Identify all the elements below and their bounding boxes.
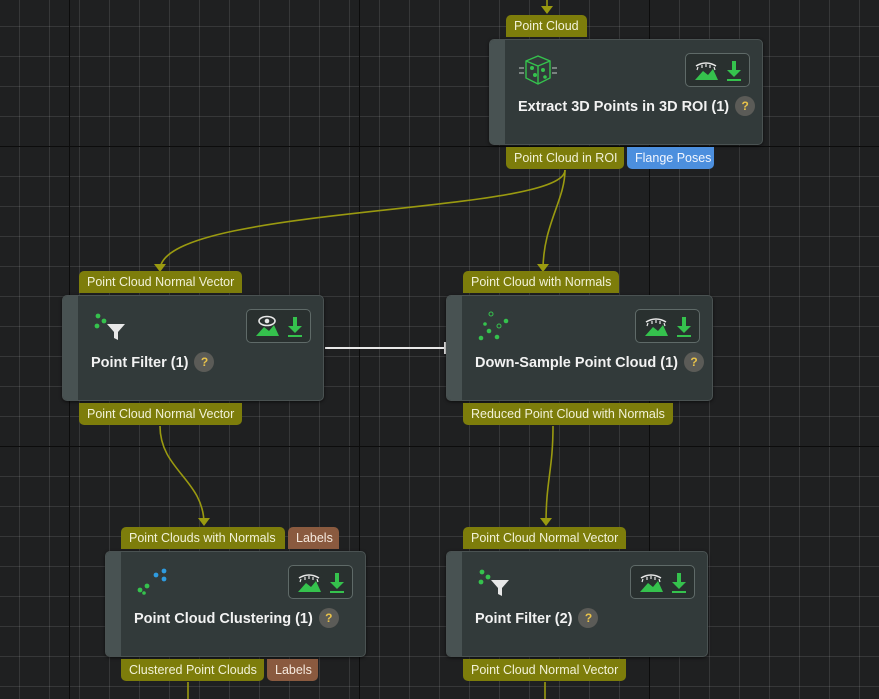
output-port-point-cloud-normal-vector[interactable]: Point Cloud Normal Vector xyxy=(463,659,627,681)
save-output-icon[interactable] xyxy=(286,314,304,338)
output-port-clustered-point-clouds[interactable]: Clustered Point Clouds xyxy=(121,659,264,681)
save-output-icon[interactable] xyxy=(328,570,346,594)
node-action-icons xyxy=(630,565,695,599)
output-port-labels[interactable]: Labels xyxy=(267,659,318,681)
help-icon[interactable]: ? xyxy=(194,352,215,372)
visualize-icon[interactable] xyxy=(692,58,720,82)
wire-filter1-to-clustering xyxy=(159,425,205,525)
grid-major-line xyxy=(0,446,879,447)
node-point-cloud-clustering[interactable]: Point Cloud Clustering (1)? xyxy=(105,551,366,657)
wire-roi-to-filter1 xyxy=(159,169,566,271)
output-port-point-cloud-in-roi[interactable]: Point Cloud in ROI xyxy=(506,147,624,169)
clustering-icon xyxy=(137,568,167,595)
node-action-icons xyxy=(246,309,311,343)
node-strip xyxy=(490,40,505,144)
wire-arrow xyxy=(537,264,549,272)
node-title: Down-Sample Point Cloud (1)? xyxy=(475,352,704,373)
node-title-text: Point Filter (1) xyxy=(91,354,189,371)
help-icon[interactable]: ? xyxy=(735,96,756,116)
visualize-icon[interactable] xyxy=(637,570,665,594)
visualize-icon[interactable] xyxy=(642,314,670,338)
output-port-flange-poses[interactable]: Flange Poses xyxy=(627,147,714,169)
node-strip xyxy=(106,552,121,656)
input-port-labels[interactable]: Labels xyxy=(288,527,339,549)
grid-major-line xyxy=(359,0,360,699)
node-action-icons xyxy=(635,309,700,343)
node-strip xyxy=(63,296,78,400)
input-port-point-cloud-normal-vector[interactable]: Point Cloud Normal Vector xyxy=(79,271,243,293)
downsample-icon xyxy=(478,311,509,341)
save-output-icon[interactable] xyxy=(670,570,688,594)
node-down-sample-point-cloud[interactable]: Down-Sample Point Cloud (1)? xyxy=(446,295,713,401)
cube-points-icon xyxy=(519,55,557,85)
point-filter-icon xyxy=(94,313,125,340)
visualize-icon[interactable] xyxy=(253,314,281,338)
output-port-point-cloud-normal-vector[interactable]: Point Cloud Normal Vector xyxy=(79,403,243,425)
wire-downsample-to-filter2 xyxy=(545,425,554,525)
wire-arrow xyxy=(198,518,210,526)
save-output-icon[interactable] xyxy=(725,58,743,82)
help-icon[interactable]: ? xyxy=(578,608,599,628)
node-strip xyxy=(447,552,462,656)
node-title: Point Filter (2)? xyxy=(475,608,599,629)
node-title-text: Point Cloud Clustering (1) xyxy=(134,610,313,627)
node-action-icons xyxy=(685,53,750,87)
node-title-text: Point Filter (2) xyxy=(475,610,573,627)
visualize-icon[interactable] xyxy=(295,570,323,594)
wire-arrow xyxy=(154,264,166,272)
node-point-filter-2[interactable]: Point Filter (2)? xyxy=(446,551,708,657)
grid-major-line xyxy=(0,146,879,147)
help-icon[interactable]: ? xyxy=(684,352,704,372)
node-title-text: Down-Sample Point Cloud (1) xyxy=(475,354,678,371)
input-port-point-cloud-normal-vector[interactable]: Point Cloud Normal Vector xyxy=(463,527,627,549)
input-port-point-clouds-with-normals[interactable]: Point Clouds with Normals xyxy=(121,527,285,549)
node-title-text: Extract 3D Points in 3D ROI (1) xyxy=(518,98,730,115)
save-output-icon[interactable] xyxy=(675,314,693,338)
output-port-reduced-point-cloud-with-normals[interactable]: Reduced Point Cloud with Normals xyxy=(463,403,673,425)
input-port-point-cloud-with-normals[interactable]: Point Cloud with Normals xyxy=(463,271,620,293)
node-title: Point Filter (1)? xyxy=(91,352,215,373)
node-point-filter-1[interactable]: Point Filter (1)? xyxy=(62,295,324,401)
help-icon[interactable]: ? xyxy=(318,608,339,628)
node-extract-3d-points-in-roi[interactable]: Extract 3D Points in 3D ROI (1)? xyxy=(489,39,763,145)
wire-arrow xyxy=(541,6,553,14)
node-title: Extract 3D Points in 3D ROI (1)? xyxy=(518,96,756,117)
node-title: Point Cloud Clustering (1)? xyxy=(134,608,339,629)
node-strip xyxy=(447,296,462,400)
input-port-point-cloud[interactable]: Point Cloud xyxy=(506,15,587,37)
node-action-icons xyxy=(288,565,353,599)
wire-roi-to-downsample xyxy=(542,169,566,271)
point-filter-icon xyxy=(478,569,509,596)
wire-arrow xyxy=(540,518,552,526)
